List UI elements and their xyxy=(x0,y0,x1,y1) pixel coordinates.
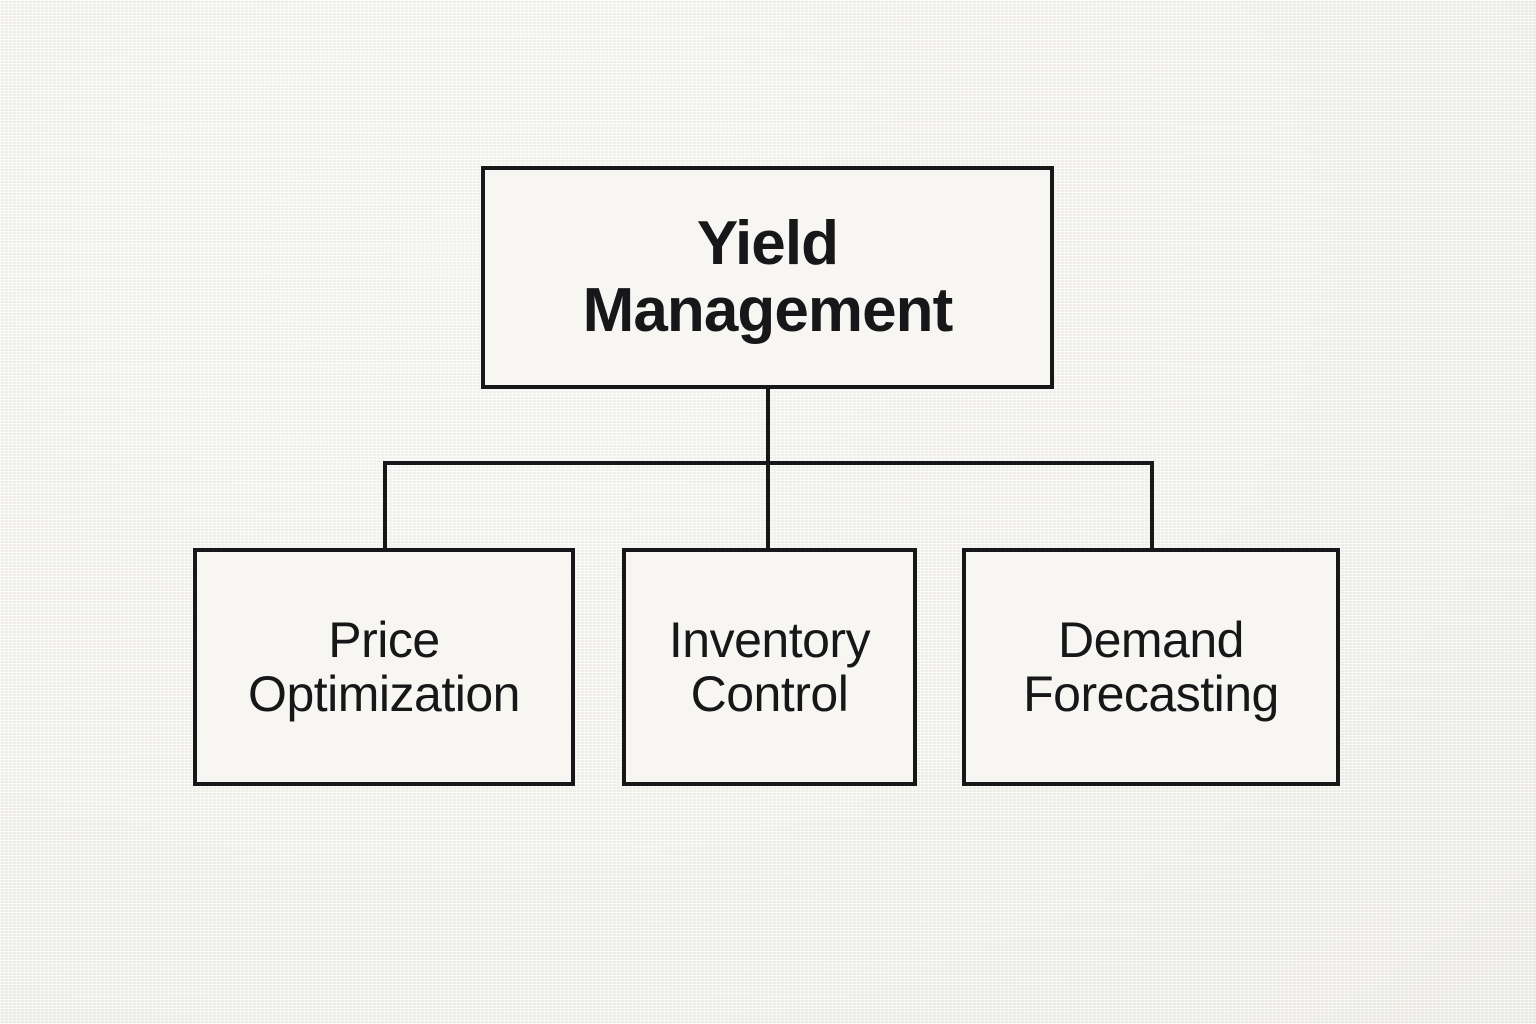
connector-root-stem xyxy=(766,386,770,466)
connector-drop-price xyxy=(383,461,387,551)
node-yield-management-label: Yield Management xyxy=(582,208,954,345)
node-yield-management[interactable]: Yield Management xyxy=(481,166,1054,389)
node-demand-forecasting[interactable]: Demand Forecasting xyxy=(962,548,1340,786)
node-price-optimization-label: Price Optimization xyxy=(248,612,520,722)
node-inventory-control-label: Inventory Control xyxy=(668,612,871,722)
connector-drop-demand xyxy=(1150,461,1154,551)
node-demand-forecasting-label: Demand Forecasting xyxy=(1023,612,1279,722)
connector-drop-inventory xyxy=(766,461,770,551)
node-price-optimization[interactable]: Price Optimization xyxy=(193,548,575,786)
node-inventory-control[interactable]: Inventory Control xyxy=(622,548,917,786)
